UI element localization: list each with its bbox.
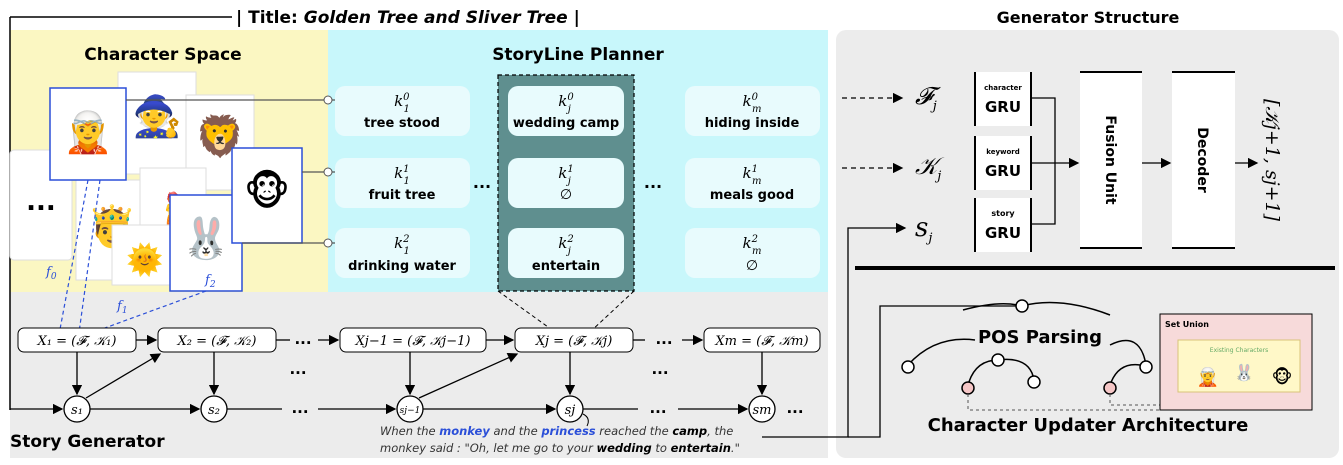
s-node-label: sm — [753, 403, 772, 418]
gru-label: GRU — [985, 98, 1021, 116]
f2-label: f2 — [204, 273, 216, 290]
rabbit-emoji-icon: 🐰 — [1234, 363, 1254, 382]
character-cards: ... 🤴 🧙 🦁 🧜 🌞 🐰 🐵 🧝 — [9, 71, 303, 292]
s-dots: ... — [291, 399, 308, 417]
keyword-text: meals good — [710, 188, 794, 203]
sentence-segment: and the — [490, 424, 541, 438]
elf-princess-emoji-icon: 🧝 — [1197, 366, 1219, 388]
s-chain-arrows — [10, 352, 768, 415]
updater-architecture-label: Character Updater Architecture — [928, 415, 1249, 436]
x-dots: ... — [655, 330, 672, 348]
svg-text:k2m: k2m — [743, 234, 762, 257]
svg-text:sj: sj — [915, 213, 932, 246]
sentence-segment: monkey — [439, 424, 490, 438]
gru-small-label: keyword — [986, 148, 1020, 156]
planner-heading: StoryLine Planner — [492, 45, 664, 65]
generator-structure-heading: Generator Structure — [997, 8, 1180, 27]
keyword-text: entertain — [532, 259, 600, 274]
s-node-label: s₁ — [71, 403, 83, 418]
keyword-text: wedding camp — [513, 116, 619, 131]
generated-sentence-line-1: When the monkey and the princess reached… — [380, 424, 733, 438]
pos-parsing-label: POS Parsing — [978, 327, 1102, 348]
sentence-segment: wedding — [596, 441, 651, 455]
wizard-emoji-icon: 🧙 — [132, 93, 182, 140]
f1-label: f1 — [116, 299, 128, 316]
svg-text:k0m: k0m — [743, 92, 762, 115]
sentence-segment: , the — [707, 424, 733, 438]
set-union-box: Set Union Existing Characters 🧝 🐰 🐵 — [1159, 313, 1313, 411]
svg-text:k1m: k1m — [743, 164, 762, 187]
character-space-heading: Character Space — [84, 45, 241, 65]
svg-text:k01: k01 — [394, 92, 410, 115]
x-dots: ... — [294, 330, 311, 348]
sentence-segment: When the — [380, 424, 439, 438]
keyword-text: ∅ — [560, 187, 572, 203]
s-dots: ... — [649, 399, 666, 417]
rabbit-emoji-icon: 🐰 — [181, 215, 231, 262]
x-node-label: X₁ = (𝓕, 𝒦₁) — [37, 334, 117, 349]
diagram-title: | Title: Golden Tree and Sliver Tree | — [236, 8, 580, 28]
gru-small-label: story — [991, 209, 1015, 218]
svg-text:k21: k21 — [394, 234, 410, 257]
gru-label: GRU — [985, 162, 1021, 180]
fusion-unit-label: Fusion Unit — [1102, 115, 1118, 205]
sentence-segment: camp — [672, 424, 707, 438]
sentence-segment: to — [652, 441, 671, 455]
gru-small-label: character — [984, 84, 1022, 92]
sentence-segment: princess — [540, 424, 595, 438]
planner-dots-left: ... — [473, 173, 491, 192]
generated-sentence-line-2: monkey said : "Oh, let me go to your wed… — [380, 441, 740, 455]
monkey-emoji-icon: 🐵 — [244, 169, 290, 215]
x-nodes: X₁ = (𝓕, 𝒦₁) X₂ = (𝓕, 𝒦₂) Xj−1 = (𝓕, 𝒦j−… — [17, 327, 821, 353]
generator-output-label: [𝒦j+1, sj+1] — [1261, 99, 1283, 222]
set-union-label: Set Union — [1165, 320, 1209, 329]
svg-text:k11: k11 — [394, 164, 410, 187]
gru-label: GRU — [985, 224, 1021, 242]
svg-text:k2j: k2j — [558, 234, 573, 257]
keyword-text: hiding inside — [705, 116, 800, 131]
sentence-segment: reached the — [596, 424, 673, 438]
elf-princess-emoji-icon: 🧝 — [63, 109, 113, 156]
keyword-text: fruit tree — [369, 188, 436, 203]
mid-dots: ... — [651, 360, 668, 378]
monkey-emoji-icon: 🐵 — [1272, 367, 1293, 388]
story-generator-panel — [10, 292, 828, 458]
planner-dots-right: ... — [644, 173, 662, 192]
svg-text:k0j: k0j — [558, 92, 574, 115]
sentence-segment: entertain — [671, 441, 731, 455]
svg-text:k1j: k1j — [558, 164, 573, 187]
s-dots: ... — [786, 399, 803, 417]
decoder-label: Decoder — [1194, 127, 1210, 193]
f-dashed-lines — [57, 179, 207, 341]
x-node-label: Xm = (𝓕, 𝒦m) — [714, 334, 808, 349]
gru-blocks: character GRU keyword GRU story GRU — [974, 72, 1032, 252]
fusion-unit-block — [1080, 72, 1142, 248]
keyword-text: tree stood — [364, 116, 440, 131]
s-node-label: s₂ — [208, 403, 220, 418]
s-node-label: sj−1 — [400, 406, 421, 416]
f0-label: f0 — [45, 265, 57, 282]
decoder-block — [1172, 72, 1235, 248]
sentence-segment: ." — [731, 441, 740, 455]
s-nodes: s₁ s₂ sj−1 sj sm — [63, 395, 776, 423]
sun-emoji-icon: 🌞 — [126, 241, 163, 278]
s-node-label: sj — [565, 403, 576, 418]
gru-connections — [1031, 97, 1259, 225]
x-node-label: Xj = (𝓕, 𝒦j) — [535, 334, 613, 349]
x-node-label: X₂ = (𝓕, 𝒦₂) — [177, 334, 257, 349]
x-node-label: Xj−1 = (𝓕, 𝒦j−1) — [355, 334, 471, 349]
story-generator-label: Story Generator — [10, 432, 165, 452]
keyword-text: ∅ — [746, 258, 758, 274]
keyword-text: drinking water — [348, 259, 456, 274]
mid-dots: ... — [289, 360, 306, 378]
ellipsis-text: ... — [26, 187, 56, 217]
sentence-segment: monkey said : "Oh, let me go to your — [380, 441, 596, 455]
existing-characters-label: Existing Characters — [1210, 347, 1268, 354]
